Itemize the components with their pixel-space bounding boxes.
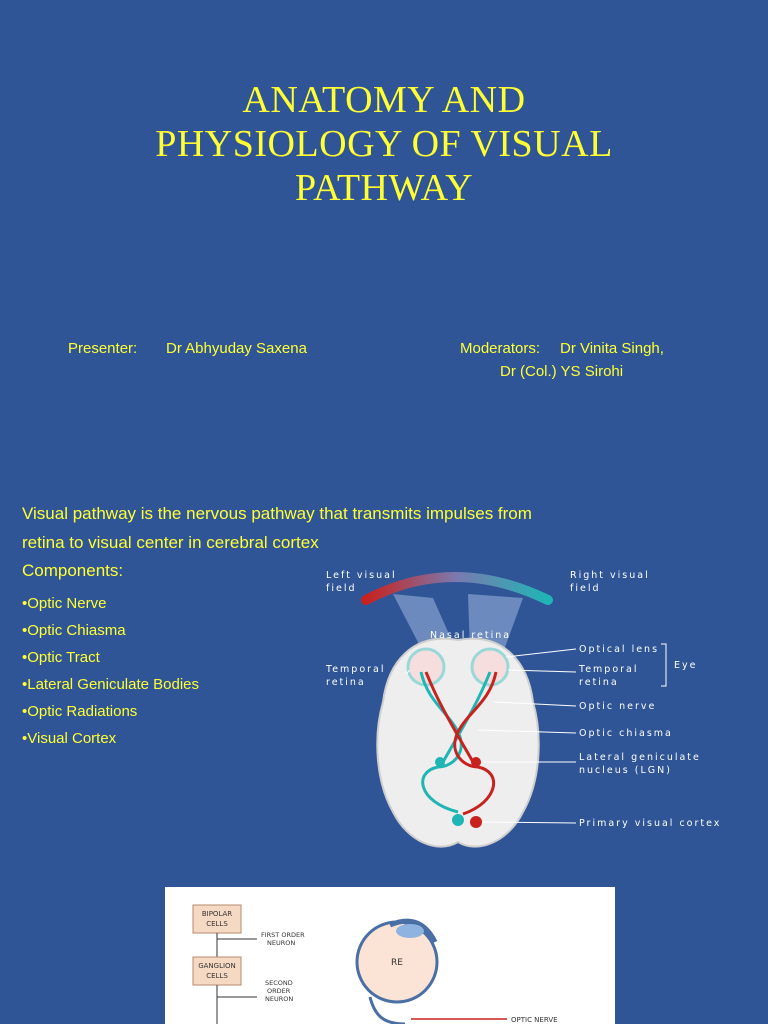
moderator-name: Dr Vinita Singh, (560, 340, 664, 357)
list-item: •Lateral Geniculate Bodies (22, 676, 200, 693)
leader-lines (405, 648, 577, 824)
visual-field-arc (361, 572, 553, 605)
cortex-left (452, 814, 464, 826)
optic-chiasma-label: Optic chiasma (579, 728, 673, 739)
right-pathway (453, 671, 498, 816)
left-pathway (419, 671, 463, 814)
components-heading: Components: (22, 561, 124, 580)
intro-text: Visual pathway is the nervous pathway th… (22, 499, 662, 557)
bipolar-cells-box (192, 904, 242, 934)
presenter-label: Presenter: (68, 340, 138, 357)
ganglion-cells-label: CELLS (206, 972, 228, 980)
intro-line: retina to visual center in cerebral cort… (22, 533, 319, 552)
nasal-retina-label: Nasal retina (430, 630, 511, 641)
components-list: •Optic Nerve •Optic Chiasma •Optic Tract… (22, 594, 199, 756)
left-field-label: Left visual (326, 570, 397, 581)
light-cone (468, 594, 523, 650)
light-cone (393, 594, 456, 650)
lgn-left (435, 757, 445, 767)
temporal-retina-left-label: retina (326, 677, 366, 688)
ganglion-cells-label: GANGLION (198, 962, 236, 970)
intro-line: Visual pathway is the nervous pathway th… (22, 504, 532, 523)
moderator-name: Dr (Col.) YS Sirohi (500, 363, 624, 380)
bipolar-cells-label: CELLS (206, 920, 228, 928)
right-field-label: field (570, 583, 601, 594)
slide-title: ANATOMY AND PHYSIOLOGY OF VISUAL PATHWAY (60, 78, 708, 210)
temporal-retina-right-label: Temporal (578, 664, 639, 675)
title-line: PHYSIOLOGY OF VISUAL (155, 123, 613, 165)
eye-label: Eye (674, 660, 697, 671)
list-item: •Visual Cortex (22, 730, 117, 747)
first-order-label: NEURON (267, 939, 295, 947)
lens (396, 924, 424, 938)
second-order-label: ORDER (267, 987, 291, 995)
bipolar-cells-label: BIPOLAR (202, 910, 232, 918)
title-line: ANATOMY AND (242, 79, 526, 121)
title-line: PATHWAY (294, 167, 474, 209)
presenter-name: Dr Abhyuday Saxena (166, 340, 307, 357)
left-field-label: field (326, 583, 357, 594)
cornea-lens (389, 918, 438, 944)
right-crossing (424, 671, 475, 763)
left-eye (406, 647, 446, 687)
optic-nerve-label: OPTIC NERVE (511, 1016, 558, 1024)
list-item: •Optic Nerve (22, 595, 107, 612)
visual-cortex-label: Primary visual cortex (579, 818, 721, 829)
list-item: •Optic Tract (22, 649, 100, 666)
temporal-retina-right-label: retina (579, 677, 619, 688)
visual-pathway-illustration: Left visual field Right visual field Nas… (325, 570, 721, 848)
moderators-label: Moderators: (460, 340, 541, 357)
title-slide: ANATOMY AND PHYSIOLOGY OF VISUAL PATHWAY… (0, 0, 768, 462)
retina-pathway-illustration: BIPOLAR CELLS FIRST ORDER NEURON GANGLIO… (165, 887, 615, 1024)
right-field-label: Right visual (570, 570, 650, 581)
ganglion-cells-box (192, 956, 242, 986)
re-label: RE (391, 958, 403, 968)
first-order-label: FIRST ORDER (261, 931, 305, 939)
brain-outline (376, 637, 540, 848)
eye-bracket (661, 643, 667, 687)
list-item: •Optic Radiations (22, 703, 138, 720)
optical-lens-label: Optical lens (579, 644, 659, 655)
list-item: •Optic Chiasma (22, 622, 126, 639)
right-eye (470, 647, 510, 687)
second-order-label: SECOND (265, 979, 293, 987)
optic-nerve-label: Optic nerve (579, 701, 656, 712)
second-order-label: NEURON (265, 995, 293, 1003)
content-slide: Visual pathway is the nervous pathway th… (0, 462, 768, 1024)
lgn-label: Lateral geniculate (579, 752, 701, 763)
lgn-right (471, 757, 481, 767)
temporal-retina-left-label: Temporal (325, 664, 386, 675)
lgn-label: nucleus (LGN) (579, 765, 672, 776)
cortex-right (470, 816, 482, 828)
